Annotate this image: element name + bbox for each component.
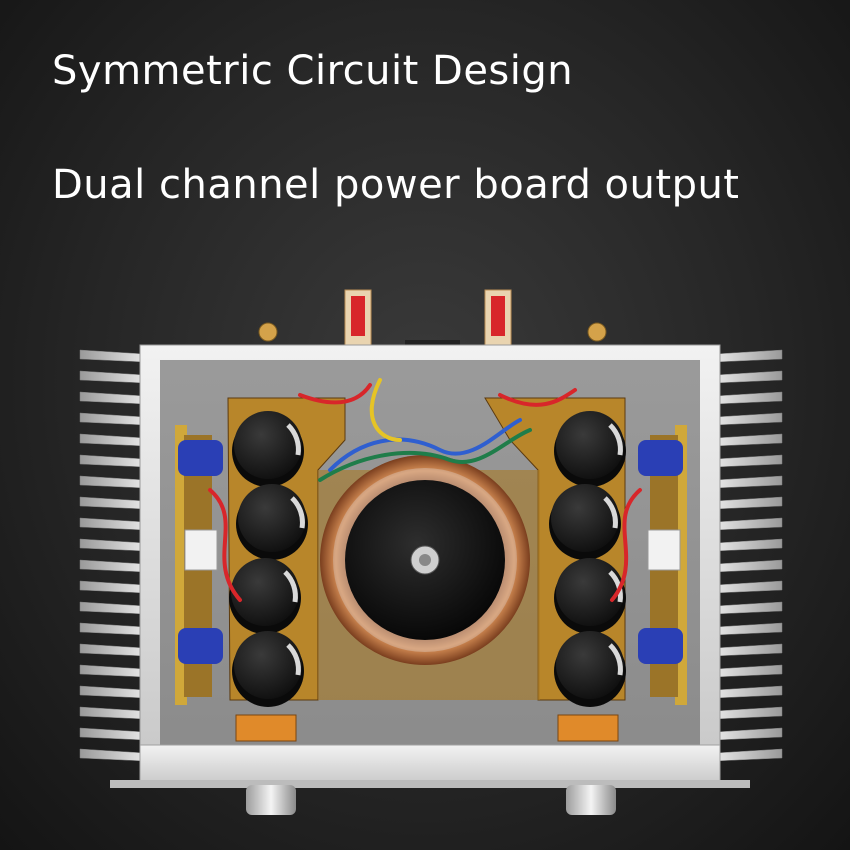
heatsink-fin — [79, 601, 146, 615]
toroidal-transformer — [320, 455, 530, 665]
filter-capacitor — [554, 411, 626, 487]
filter-capacitor — [554, 631, 626, 707]
heatsink-fin — [79, 727, 146, 741]
heatsink-fin — [714, 727, 783, 741]
front-feet — [246, 785, 616, 815]
heatsink-fin — [714, 538, 783, 552]
wiring — [208, 378, 642, 602]
heatsink-fin — [79, 412, 146, 426]
headline-line-1: Symmetric Circuit Design — [52, 48, 574, 94]
heatsink-fin — [79, 580, 146, 594]
heatsink-fin — [714, 370, 783, 384]
heatsink-fin — [714, 517, 783, 531]
heatsink-fin — [79, 643, 146, 657]
rear-connectors — [258, 289, 607, 354]
headline-line-2: Dual channel power board output — [52, 162, 740, 208]
heatsink-fin — [714, 559, 783, 573]
heatsink-fin — [714, 454, 783, 468]
heatsink-fin — [714, 601, 783, 615]
filter-capacitor — [232, 411, 304, 487]
heatsink-fin — [714, 580, 783, 594]
heatsink-fin — [714, 622, 783, 636]
heatsink-fin — [79, 433, 146, 447]
heatsink-fin — [714, 412, 783, 426]
right-capacitors — [549, 411, 626, 707]
right-heatsink — [714, 349, 783, 762]
heatsink-fin — [79, 664, 146, 678]
filter-capacitor — [229, 558, 301, 634]
filter-capacitor — [549, 484, 621, 560]
heatsink-fin — [79, 454, 146, 468]
heatsink-fin — [79, 391, 146, 405]
heatsink-fin — [714, 748, 783, 762]
filter-capacitor — [232, 631, 304, 707]
heatsink-fin — [79, 559, 146, 573]
heatsink-fin — [714, 496, 783, 510]
left-heatsink — [79, 349, 146, 762]
heatsink-fin — [714, 433, 783, 447]
heatsink-fin — [714, 643, 783, 657]
heatsink-fin — [79, 685, 146, 699]
heatsink-fin — [79, 706, 146, 720]
filter-capacitor — [236, 484, 308, 560]
heatsink-fin — [79, 538, 146, 552]
heatsink-fin — [79, 496, 146, 510]
heatsink-fin — [714, 349, 783, 363]
heatsink-fin — [714, 706, 783, 720]
left-capacitors — [229, 411, 308, 707]
heatsink-fin — [79, 349, 146, 363]
heatsink-fin — [714, 475, 783, 489]
filter-capacitor — [554, 558, 626, 634]
heatsink-fin — [79, 748, 146, 762]
blue-capacitors — [178, 440, 683, 664]
heatsink-fin — [79, 475, 146, 489]
heatsink-fin — [79, 370, 146, 384]
heatsink-fin — [714, 391, 783, 405]
heatsink-fin — [79, 517, 146, 531]
heatsink-fin — [714, 685, 783, 699]
heatsink-fin — [79, 622, 146, 636]
heatsink-fin — [714, 664, 783, 678]
